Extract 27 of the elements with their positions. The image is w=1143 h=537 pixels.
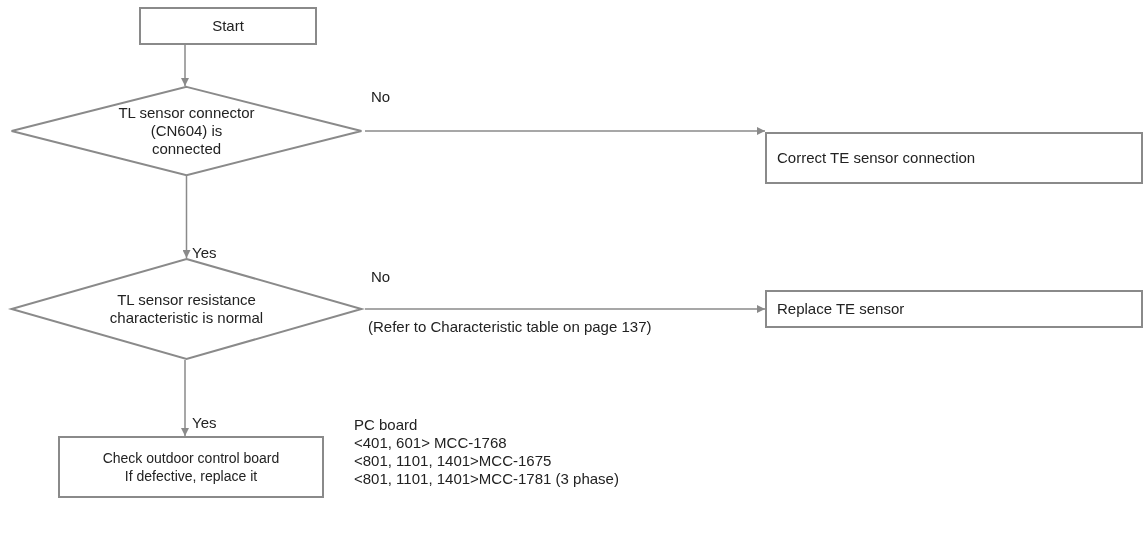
decision-diamond bbox=[8, 86, 365, 176]
decision-diamond bbox=[8, 258, 365, 360]
arrow bbox=[182, 175, 191, 259]
edge-label: Yes bbox=[192, 414, 217, 432]
node-text: TL sensor resistance characteristic is normal bbox=[108, 291, 265, 327]
process-box bbox=[58, 436, 324, 498]
note-text: <801, 1101, 1401>MCC-1675 bbox=[354, 452, 552, 470]
process-box bbox=[765, 290, 1143, 328]
process-box bbox=[765, 132, 1143, 184]
note-text: <401, 601> MCC-1768 bbox=[354, 434, 507, 452]
node-text: Start bbox=[212, 17, 244, 35]
arrow bbox=[181, 44, 189, 87]
arrow bbox=[364, 305, 766, 313]
arrow bbox=[364, 127, 766, 135]
arrow bbox=[181, 359, 189, 437]
edge-label: No bbox=[371, 268, 391, 286]
node-text: TL sensor connector (CN604) is connected bbox=[118, 104, 255, 158]
note-text: (Refer to Characteristic table on page 137) bbox=[368, 318, 652, 336]
note-text: PC board bbox=[354, 416, 418, 434]
node-text: Replace TE sensor bbox=[777, 300, 905, 318]
start-box bbox=[139, 7, 317, 45]
node-text: If defective, replace it bbox=[124, 467, 258, 485]
edge-label: Yes bbox=[192, 244, 217, 262]
edge-label: No bbox=[371, 88, 391, 106]
note-text: <801, 1101, 1401>MCC-1781 (3 phase) bbox=[354, 470, 619, 488]
node-text: Check outdoor control board bbox=[102, 449, 280, 467]
node-text: Correct TE sensor connection bbox=[777, 149, 976, 167]
